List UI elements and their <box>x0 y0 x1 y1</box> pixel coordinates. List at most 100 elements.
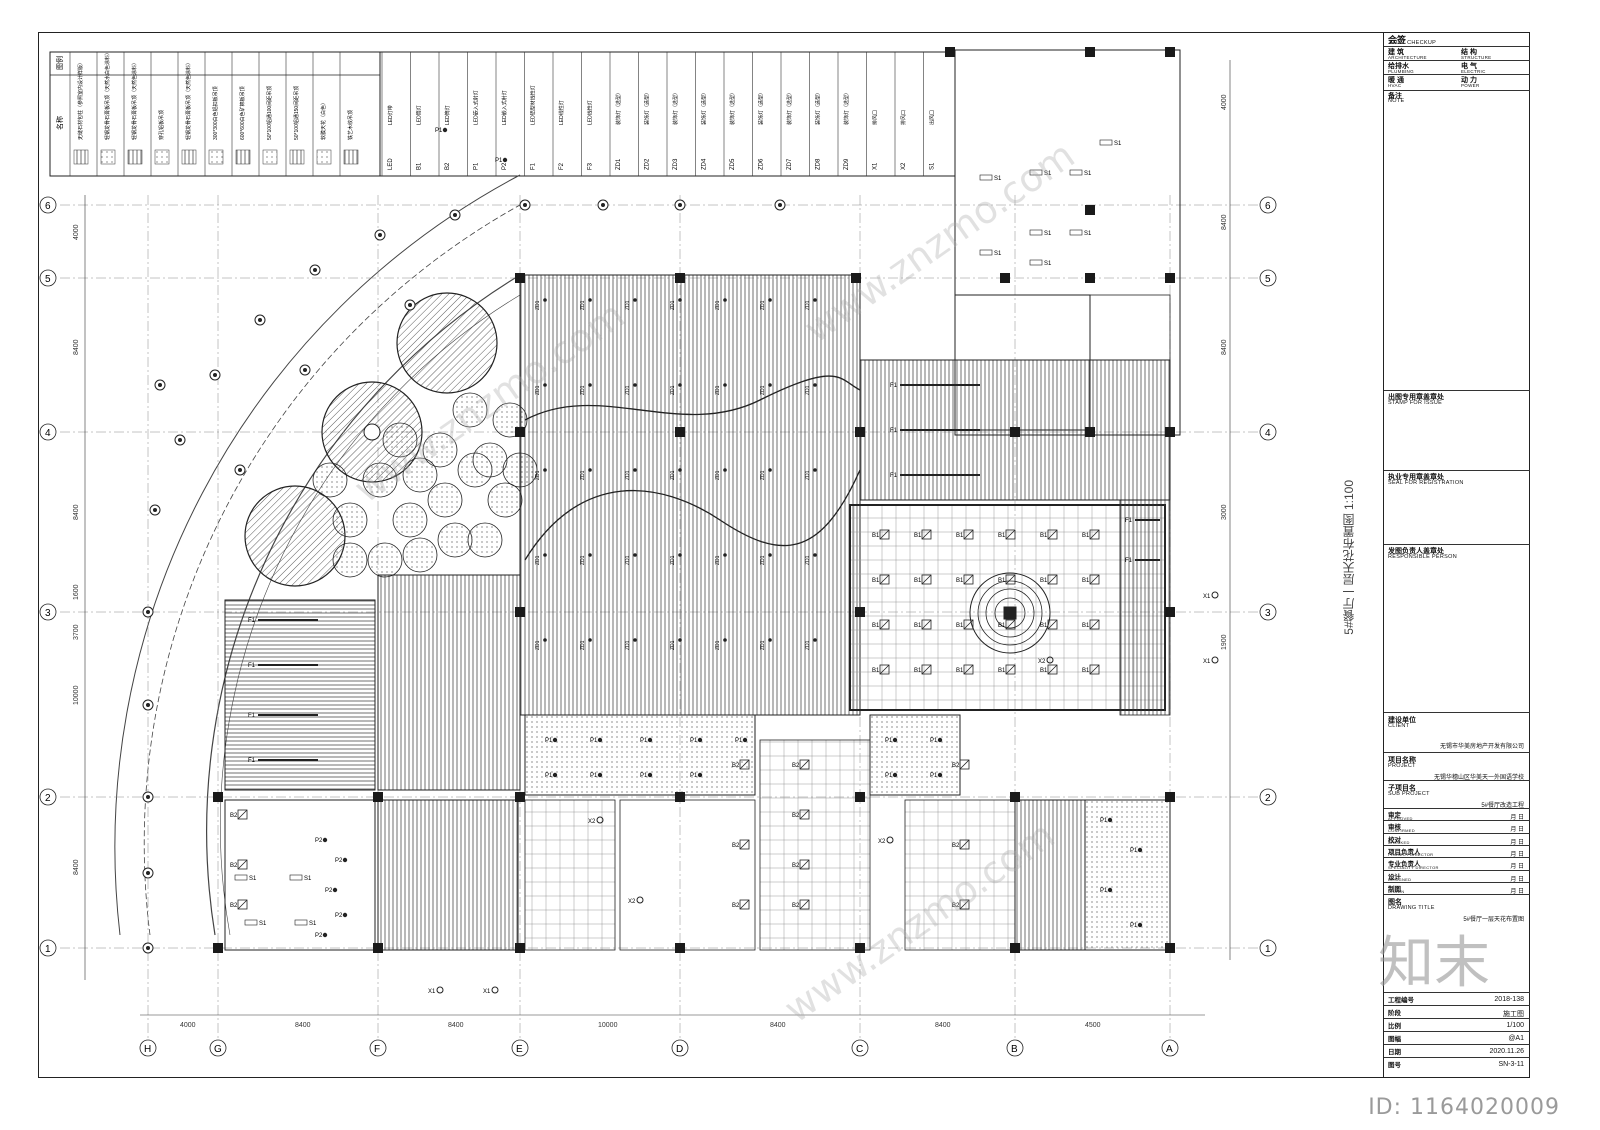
wave-ceiling <box>524 375 861 561</box>
downlight-b <box>879 664 890 675</box>
column <box>515 427 525 437</box>
exhaust-x <box>436 986 444 994</box>
perforated-disk <box>437 522 473 558</box>
supply-grille-s1 <box>1099 139 1113 146</box>
fixture-label: ZD1 <box>805 385 811 395</box>
fixture-label: P1 <box>640 738 648 744</box>
fixture-label: B1 <box>1082 578 1090 584</box>
axis-label: 1 <box>45 944 51 955</box>
dim-text: 8400 <box>448 1022 464 1029</box>
fixture-label: X1 <box>1203 659 1211 665</box>
exhaust-x <box>491 986 499 994</box>
fixture-name: LED筒灯 <box>416 105 423 125</box>
fixture-code: F2 <box>559 162 565 170</box>
fixture-label: S1 <box>304 876 312 882</box>
perforated-disk <box>427 482 463 518</box>
axis-label: H <box>144 1044 151 1055</box>
fixture-label: ZD1 <box>580 300 586 310</box>
fixture-label: B1 <box>914 578 922 584</box>
axis-label: E <box>516 1044 523 1055</box>
axis-label: 4 <box>1265 428 1271 439</box>
fixture-label: B2 <box>732 843 740 849</box>
column <box>515 792 525 802</box>
fixture-name: LED铝型材线性灯 <box>530 85 537 125</box>
axis-bubble-col <box>1006 1039 1024 1057</box>
legend-swatch <box>208 149 224 165</box>
fixture-label: B1 <box>872 623 880 629</box>
axis-label: D <box>676 1044 683 1055</box>
column <box>675 273 685 283</box>
axis-label: F <box>374 1044 380 1055</box>
decor-light-zd <box>723 298 727 302</box>
axis-bubble-col <box>851 1039 869 1057</box>
column <box>515 607 525 617</box>
fixture-label: ZD1 <box>535 300 541 310</box>
fixture-code: X1 <box>873 162 879 170</box>
fixture-code: F3 <box>588 162 594 170</box>
fixture-label: P2 <box>335 913 343 919</box>
supply-grille-s1 <box>1029 229 1043 236</box>
fixture-code: ZD5 <box>730 158 736 170</box>
dim-text: 4000 <box>73 224 80 240</box>
axis-bubble-col <box>511 1039 529 1057</box>
column <box>213 943 223 953</box>
fixture-label: F1 <box>890 383 898 389</box>
decor-light-zd <box>633 383 637 387</box>
perforated-disks <box>312 392 538 578</box>
fixture-label: F1 <box>248 663 256 669</box>
column <box>1165 607 1175 617</box>
downlight-b <box>921 619 932 630</box>
column <box>855 607 865 617</box>
fixture-label: F1 <box>248 618 256 624</box>
supply-grille-s1 <box>979 249 993 256</box>
fixture-label: P1 <box>1130 848 1138 854</box>
column <box>1165 943 1175 953</box>
dim-text: 8400 <box>295 1022 311 1029</box>
fixture-label: ZD1 <box>535 555 541 565</box>
decor-light-zd <box>813 638 817 642</box>
column <box>1085 273 1095 283</box>
supply-grille-s1 <box>1029 259 1043 266</box>
column <box>1000 273 1010 283</box>
decor-light-zd <box>813 468 817 472</box>
fixture-code: B1 <box>417 162 423 170</box>
spotlight-p <box>597 737 603 743</box>
axis-bubble-col <box>671 1039 689 1057</box>
fixture-label: ZD1 <box>715 470 721 480</box>
downlight-b <box>799 759 810 770</box>
fixture-label: P1 <box>885 738 893 744</box>
fixture-code: F1 <box>531 162 537 170</box>
central-chandelier <box>969 572 1051 654</box>
fixture-code: ZD6 <box>759 158 765 170</box>
dim-text: 4500 <box>1085 1022 1101 1029</box>
exhaust-x <box>1211 656 1219 664</box>
fixture-label: B2 <box>792 813 800 819</box>
fixture-label: S1 <box>1084 231 1092 237</box>
fixture-name: 装饰灯（选型） <box>786 90 793 125</box>
meta-row: 阶段施工图 <box>1384 1005 1530 1018</box>
dim-text: 8400 <box>935 1022 951 1029</box>
decor-light-zd <box>678 298 682 302</box>
fixture-label: ZD1 <box>670 555 676 565</box>
downlight-b <box>799 899 810 910</box>
fixture-name: 装饰灯（选型） <box>729 90 736 125</box>
fixture-label: B2 <box>952 903 960 909</box>
supply-grille-s1 <box>1029 169 1043 176</box>
structural-columns <box>142 47 1175 954</box>
fixture-label: ZD1 <box>535 385 541 395</box>
decor-light-zd <box>768 298 772 302</box>
legend-header: 图例 <box>55 56 64 70</box>
fixture-label: P1 <box>885 773 893 779</box>
fixture-label: ZD1 <box>760 555 766 565</box>
fixture-label: S1 <box>249 876 257 882</box>
fixture-label: ZD1 <box>625 300 631 310</box>
perforated-disk <box>472 442 508 478</box>
column <box>675 943 685 953</box>
legend-swatch <box>100 149 116 165</box>
decor-light-zd <box>813 383 817 387</box>
spotlight-p <box>442 127 448 133</box>
axis-bubble-row <box>39 788 57 806</box>
perforated-disk <box>382 422 418 458</box>
legend-swatch <box>127 149 143 165</box>
